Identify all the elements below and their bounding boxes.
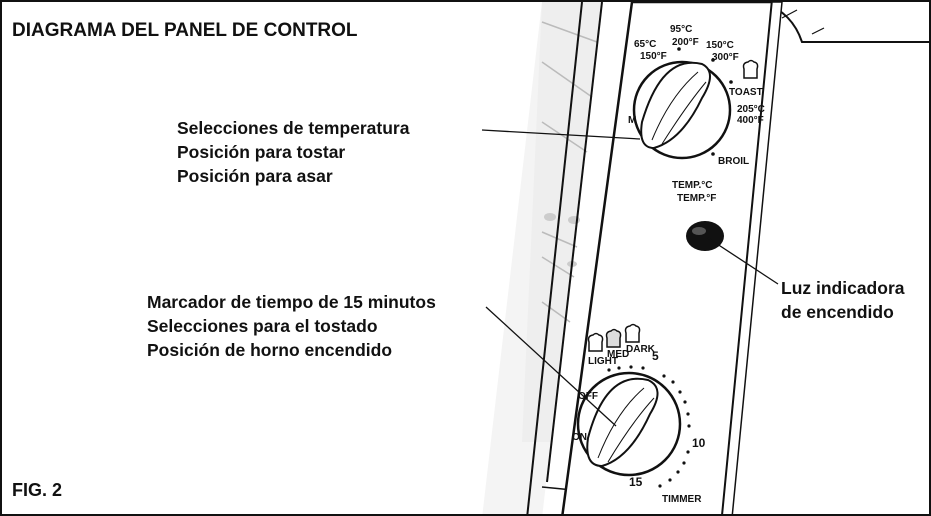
oven-top-housing	[761, 2, 929, 43]
timer-dark-label: DARK	[626, 344, 656, 355]
housing-tick-1	[781, 9, 798, 19]
timer-off-label: OFF	[578, 391, 598, 402]
power-light-leader	[707, 237, 779, 285]
timer-on-label: ON	[572, 432, 587, 443]
toast-icon	[742, 59, 759, 79]
toast-light-icon	[587, 332, 604, 352]
callout-power-light-line2: de encendido	[781, 302, 894, 322]
control-panel-rail	[721, 2, 783, 514]
callout-timer-15min: Marcador de tiempo de 15 minutos	[147, 292, 436, 312]
temp-200f: 200°F	[672, 37, 699, 48]
temp-205c: 205°C	[737, 104, 765, 115]
timer-15-label: 15	[629, 475, 643, 489]
timer-10-label: 10	[692, 436, 706, 450]
oven-frame-edge	[546, 2, 603, 483]
leader-lines	[481, 129, 779, 427]
callout-toast-position: Posición para tostar	[177, 142, 346, 162]
temp-min-fragment: M	[628, 115, 636, 126]
callout-broil-position: Posición para asar	[177, 166, 333, 186]
housing-tick-2	[811, 27, 825, 35]
timer-5-label: 5	[652, 349, 659, 363]
figure-label: FIG. 2	[12, 480, 63, 500]
temperature-scale-labels: 95°C 200°F 65°C 150°F 150°C 300°F TOAST …	[628, 24, 765, 204]
temp-c-label: TEMP.°C	[672, 180, 713, 191]
temperature-dial[interactable]	[632, 60, 732, 160]
power-indicator-light	[686, 221, 724, 251]
temperature-leader	[481, 129, 641, 140]
oven-rack	[541, 21, 598, 323]
timer-word-label: TIMMER	[662, 494, 702, 505]
temp-f-label: TEMP.°F	[677, 193, 716, 204]
callout-temperature-selections: Selecciones de temperatura	[177, 118, 410, 138]
timer-med-label: MED	[607, 349, 629, 360]
broil-label: BROIL	[718, 156, 749, 167]
toast-med-icon	[605, 328, 622, 348]
power-light-callout: Luz indicadora de encendido	[781, 276, 904, 324]
temp-95c: 95°C	[670, 24, 692, 35]
timer-scale-labels: LIGHT MED DARK 5 OFF ON 10 15 TIMMER	[572, 344, 706, 505]
timer-callout: Marcador de tiempo de 15 minutos Selecci…	[147, 290, 436, 362]
toast-dark-icon	[624, 323, 641, 343]
temperature-callout: Selecciones de temperatura Posición para…	[177, 116, 409, 188]
oven-window	[522, 2, 602, 442]
callout-power-light-line1: Luz indicadora	[781, 278, 905, 298]
timer-leader	[485, 306, 617, 427]
temp-400f: 400°F	[737, 115, 764, 126]
temp-150c: 150°C	[706, 40, 734, 51]
temp-150f: 150°F	[640, 51, 667, 62]
temp-300f: 300°F	[712, 52, 739, 63]
callout-oven-on-position: Posición de horno encendido	[147, 340, 393, 360]
timer-dial[interactable]	[576, 371, 682, 477]
timer-light-label: LIGHT	[588, 356, 618, 367]
diagram-title: DIAGRAMA DEL PANEL DE CONTROL	[12, 20, 358, 41]
temp-65c: 65°C	[634, 39, 656, 50]
toast-shade-icons	[587, 323, 641, 352]
temperature-dial-dots	[677, 47, 733, 156]
callout-toast-selections: Selecciones para el tostado	[147, 316, 378, 336]
timer-dial-dots	[607, 365, 691, 488]
oven-door-edge	[526, 2, 583, 514]
toast-label: TOAST	[729, 87, 763, 98]
